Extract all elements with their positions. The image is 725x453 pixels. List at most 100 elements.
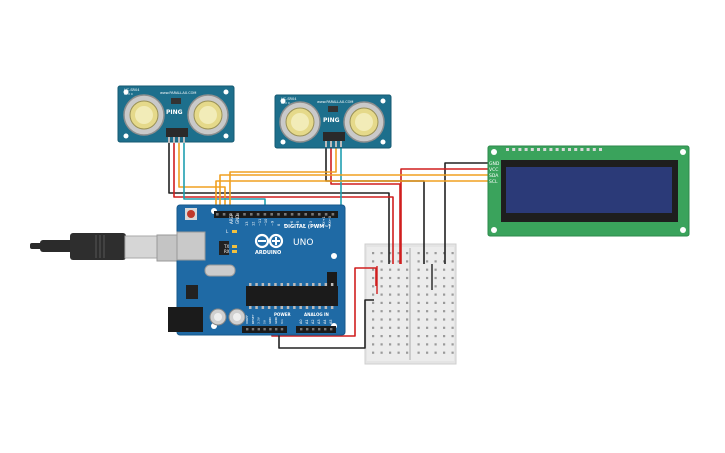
ultrasonic-sensor-2[interactable]: HC-SR04 REV C www.PARALLAX.COM PING <box>274 94 392 149</box>
analog-pin-label: A1 <box>305 319 309 324</box>
breadboard-hole <box>434 343 437 346</box>
lcd-header-pin <box>568 148 571 151</box>
breadboard-hole <box>434 318 437 321</box>
breadboard-hole <box>397 268 400 271</box>
breadboard-hole <box>372 252 375 255</box>
lcd-pin-vcc: VCC <box>489 167 498 173</box>
chip-pin <box>267 283 271 286</box>
breadboard-hole <box>389 293 392 296</box>
breadboard-hole <box>372 301 375 304</box>
header-hole <box>280 328 284 331</box>
chip-pin <box>249 306 252 309</box>
breadboard-hole <box>380 260 383 263</box>
breadboard-hole <box>397 343 400 346</box>
power-pin-label: GND <box>268 316 272 324</box>
breadboard-hole <box>389 318 392 321</box>
header-hole <box>330 328 333 331</box>
breadboard-hole <box>380 326 383 329</box>
chip-pin <box>312 283 315 286</box>
wire-lcd-sda <box>219 174 489 213</box>
breadboard-hole <box>380 268 383 271</box>
breadboard-hole <box>451 310 454 313</box>
breadboard-hole <box>397 326 400 329</box>
sensor-brand: www.PARALLAX.COM <box>317 100 353 104</box>
breadboard-hole <box>389 276 392 280</box>
header-hole <box>331 213 335 216</box>
chip-pin <box>318 306 321 309</box>
ping-label: PING <box>166 109 183 116</box>
breadboard-hole <box>406 293 409 296</box>
breadboard-hole <box>417 351 420 354</box>
chip-pin <box>312 306 315 309</box>
wire-s1-vcc <box>173 142 394 264</box>
digital-pin-label: ~6 <box>290 221 294 226</box>
breadboard-hole <box>380 335 383 338</box>
breadboard-hole <box>426 276 429 280</box>
header-hole <box>216 213 219 216</box>
breadboard-hole <box>451 343 454 346</box>
analog-pin-label: A5 <box>329 319 333 324</box>
breadboard-hole <box>380 318 383 321</box>
digital-pin-label: 7 <box>283 224 287 226</box>
breadboard[interactable] <box>364 243 457 365</box>
breadboard-hole <box>372 343 375 346</box>
digital-pin-label: ~11 <box>258 219 262 226</box>
breadboard-hole <box>406 343 409 346</box>
lcd-screen <box>506 167 672 213</box>
breadboard-hole <box>426 326 429 329</box>
lcd-header-pin <box>561 148 565 151</box>
led-l-label: L <box>226 229 229 234</box>
sensor-rev: REV C <box>124 92 133 96</box>
analog-pin-label: A4 <box>323 319 327 324</box>
header-hole <box>297 213 301 216</box>
lcd-header-pin <box>555 148 559 151</box>
sensor-rev: REV C <box>281 101 290 105</box>
breadboard-hole <box>389 260 392 263</box>
usb-cable[interactable] <box>30 233 182 262</box>
header-hole <box>324 328 327 331</box>
breadboard-hole <box>372 318 375 321</box>
power-label: POWER <box>274 312 291 317</box>
ultrasonic-sensor-1[interactable]: HC-SR04 REV C www.PARALLAX.COM PING <box>117 85 235 143</box>
lcd-header-pin <box>599 148 602 151</box>
breadboard-hole <box>406 301 409 304</box>
model-label: UNO <box>293 238 313 248</box>
breadboard-hole <box>406 318 409 321</box>
chip-pin <box>255 283 258 286</box>
header-hole <box>256 213 260 216</box>
breadboard-hole <box>426 335 429 338</box>
wire-s2-vcc <box>330 146 401 264</box>
chip-pin <box>305 283 309 286</box>
chip-pin <box>267 306 271 309</box>
lcd-i2c-display[interactable]: GND VCC SDA SCL <box>487 145 690 237</box>
chip-pin <box>324 306 328 309</box>
breadboard-hole <box>434 268 437 271</box>
header-hole <box>263 213 267 216</box>
lcd-header-pin <box>506 148 509 151</box>
breadboard-hole <box>397 293 400 296</box>
wire-s1-trig <box>178 142 226 213</box>
breadboard-hole <box>426 252 429 255</box>
analog-pin-label: A0 <box>299 319 303 324</box>
gnd-label: GND <box>235 215 240 224</box>
breadboard-hole <box>417 276 420 280</box>
breadboard-hole <box>389 343 392 346</box>
aref-label: AREF <box>229 213 234 224</box>
breadboard-hole <box>434 326 437 329</box>
digital-pin-label: TX→1 <box>322 216 326 227</box>
breadboard-hole <box>434 351 437 354</box>
lcd-pin-sda: SDA <box>489 173 499 179</box>
breadboard-hole <box>434 285 437 288</box>
breadboard-hole <box>372 268 375 271</box>
chip-pin <box>305 306 309 309</box>
header-hole <box>312 328 315 331</box>
header-hole <box>304 213 307 216</box>
breadboard-hole <box>380 252 383 255</box>
header-hole <box>324 213 328 216</box>
breadboard-hole <box>443 326 446 329</box>
header-hole <box>251 328 255 331</box>
breadboard-holes <box>372 252 454 354</box>
breadboard-hole <box>417 252 420 255</box>
